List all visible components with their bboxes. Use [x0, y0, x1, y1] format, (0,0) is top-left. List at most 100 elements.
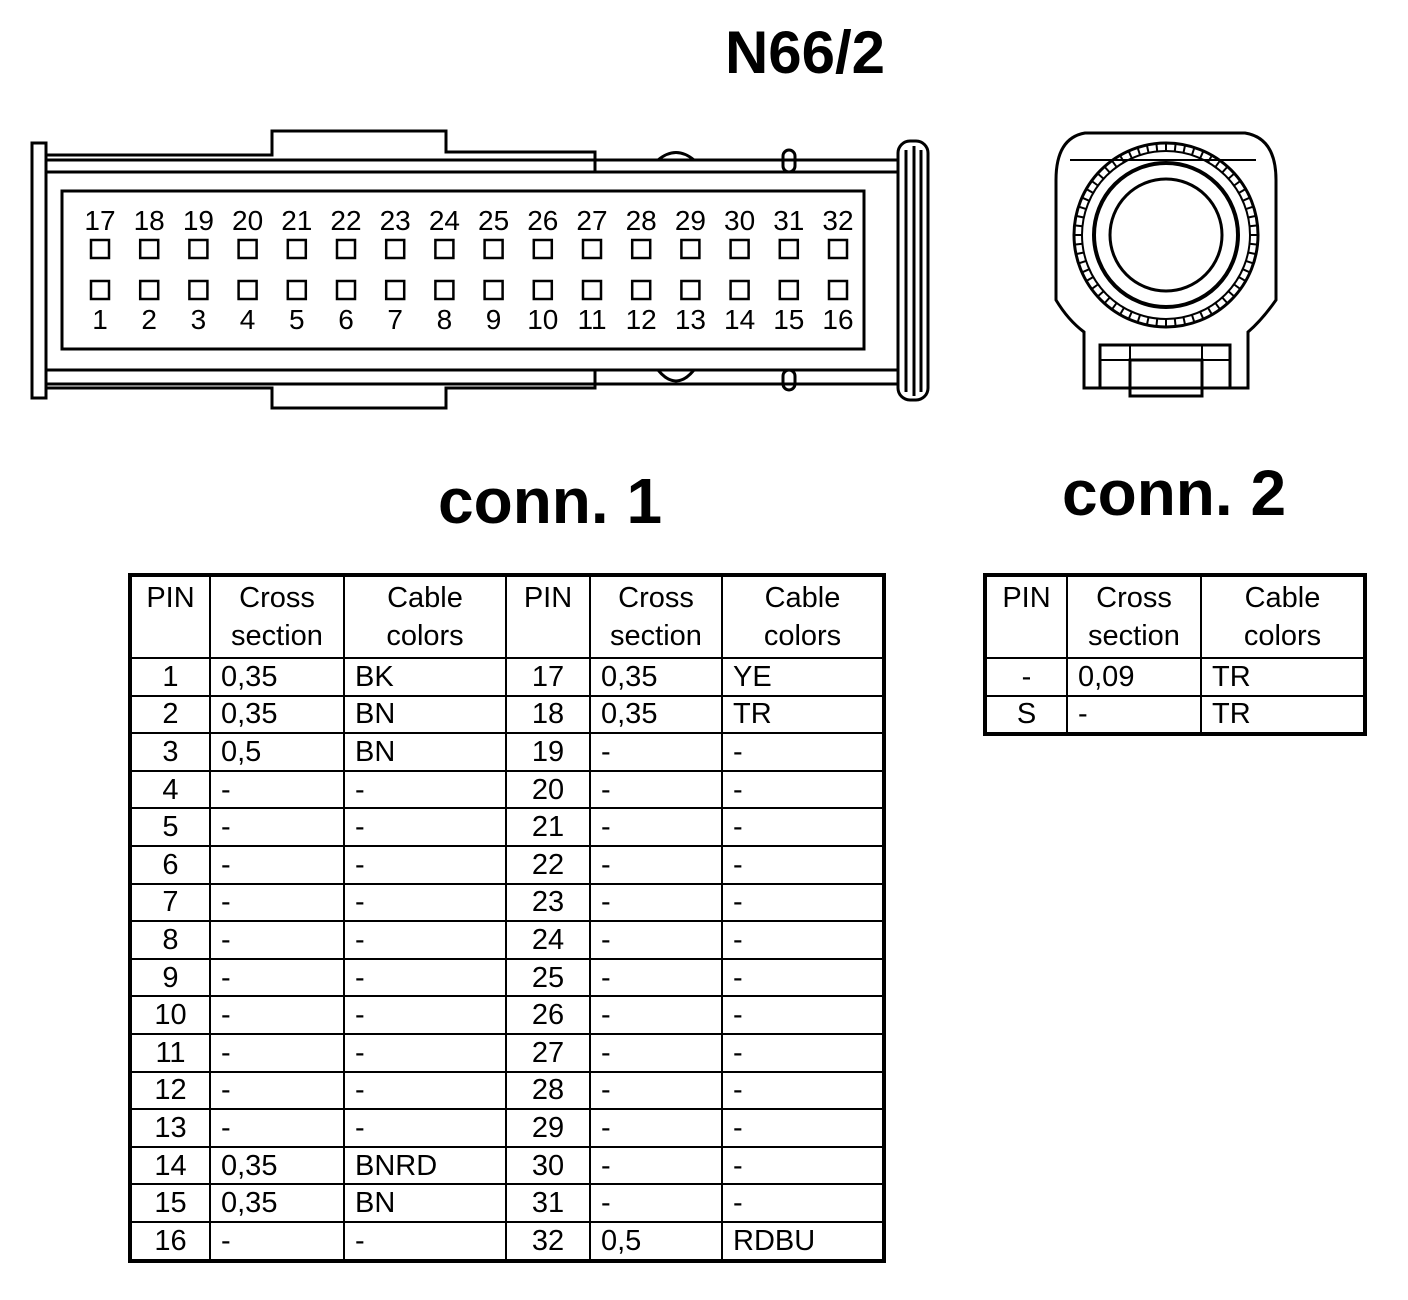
cross-section-cell: - [209, 882, 345, 923]
pin-socket [138, 279, 160, 301]
pin-cell: 18 [505, 694, 591, 735]
pin-socket [532, 238, 554, 260]
pin-socket [630, 279, 652, 301]
pin-cell: 29 [505, 1108, 591, 1148]
cable-color-cell: TR [721, 694, 885, 735]
table-row: 10--26-- [129, 995, 885, 1035]
cable-color-cell: - [721, 995, 885, 1035]
pin-socket [188, 279, 209, 301]
cable-color-cell: - [721, 1032, 885, 1073]
cross-section-cell: - [209, 1070, 345, 1111]
cross-section-cell: 0,35 [209, 1145, 345, 1186]
cable-color-cell: - [343, 882, 507, 923]
pin-cell: 8 [129, 920, 211, 960]
cross-section-cell: - [589, 807, 723, 847]
pin-label: 24 [429, 205, 460, 236]
pin-label: 25 [478, 205, 509, 236]
pin-label: 8 [437, 304, 453, 335]
pin-cell: 3 [129, 732, 211, 772]
pin-cell: 7 [129, 882, 211, 923]
cable-color-cell: - [343, 1032, 507, 1073]
cable-color-cell: - [721, 732, 885, 772]
cable-color-cell: - [343, 1220, 507, 1262]
cross-section-cell: 0,5 [589, 1220, 723, 1262]
pin-label: 17 [84, 205, 115, 236]
pin-socket [483, 238, 504, 260]
cable-color-cell: BN [343, 694, 507, 735]
pin-cell: 13 [129, 1108, 211, 1148]
pin-cell: 6 [129, 844, 211, 885]
pin-socket [532, 279, 554, 301]
pin-cell: 14 [129, 1145, 211, 1186]
cable-color-cell: YE [721, 657, 885, 697]
pin-socket [237, 279, 258, 301]
pin-cell: 22 [505, 844, 591, 885]
cable-color-cell: BN [343, 732, 507, 772]
pin-cell: 9 [129, 957, 211, 998]
column-header: Cross section [1066, 574, 1202, 659]
pin-socket [188, 238, 209, 260]
pin-cell: 5 [129, 807, 211, 847]
pin-label: 31 [773, 205, 804, 236]
pin-label: 5 [289, 304, 305, 335]
pin-label: 6 [338, 304, 354, 335]
pin-label: 14 [724, 304, 755, 335]
pin-label: 4 [240, 304, 256, 335]
column-header: PIN [505, 574, 591, 659]
pin-cell: - [984, 657, 1068, 697]
pin-label: 22 [330, 205, 361, 236]
cross-section-cell: 0,5 [209, 732, 345, 772]
table-row: 4--20-- [129, 769, 885, 810]
pin-label: 23 [380, 205, 411, 236]
pin-cell: 1 [129, 657, 211, 697]
pin-cell: 16 [129, 1220, 211, 1262]
column-header: PIN [984, 574, 1068, 659]
cable-color-cell: - [721, 844, 885, 885]
cross-section-cell: - [209, 844, 345, 885]
cross-section-cell: - [589, 844, 723, 885]
cross-section-cell: - [209, 1032, 345, 1073]
cable-color-cell: BK [343, 657, 507, 697]
pin-label: 9 [486, 304, 502, 335]
pin-label: 27 [576, 205, 607, 236]
cable-color-cell: TR [1200, 657, 1366, 697]
pin-cell: 24 [505, 920, 591, 960]
cross-section-cell: 0,35 [589, 657, 723, 697]
pin-label: 29 [675, 205, 706, 236]
pin-cell: 15 [129, 1183, 211, 1223]
pin-label: 15 [773, 304, 804, 335]
cross-section-cell: 0,09 [1066, 657, 1202, 697]
cross-section-cell: - [209, 769, 345, 810]
cross-section-cell: 0,35 [209, 657, 345, 697]
pin-cell: 31 [505, 1183, 591, 1223]
pin-socket [581, 279, 603, 301]
cross-section-cell: - [209, 1220, 345, 1262]
cross-section-cell: - [589, 732, 723, 772]
cable-color-cell: - [721, 1070, 885, 1111]
column-header: Cross section [209, 574, 345, 659]
pin-label: 10 [527, 304, 558, 335]
pin-label: 12 [626, 304, 657, 335]
cross-section-cell: - [209, 807, 345, 847]
pin-label: 1 [92, 304, 108, 335]
pin-cell: 28 [505, 1070, 591, 1111]
cross-section-cell: - [589, 882, 723, 923]
pin-label: 11 [577, 304, 606, 335]
cross-section-cell: - [589, 769, 723, 810]
pin-socket [286, 279, 308, 301]
pin-label: 16 [822, 304, 853, 335]
column-header: Cross section [589, 574, 723, 659]
cross-section-cell: 0,35 [209, 694, 345, 735]
diagram-title: N66/2 [724, 19, 886, 86]
pin-socket [384, 279, 406, 301]
cross-section-cell: - [589, 920, 723, 960]
cable-color-cell: - [343, 807, 507, 847]
pin-socket [237, 238, 258, 260]
pin-cell: 11 [129, 1032, 211, 1073]
cable-color-cell: - [343, 769, 507, 810]
